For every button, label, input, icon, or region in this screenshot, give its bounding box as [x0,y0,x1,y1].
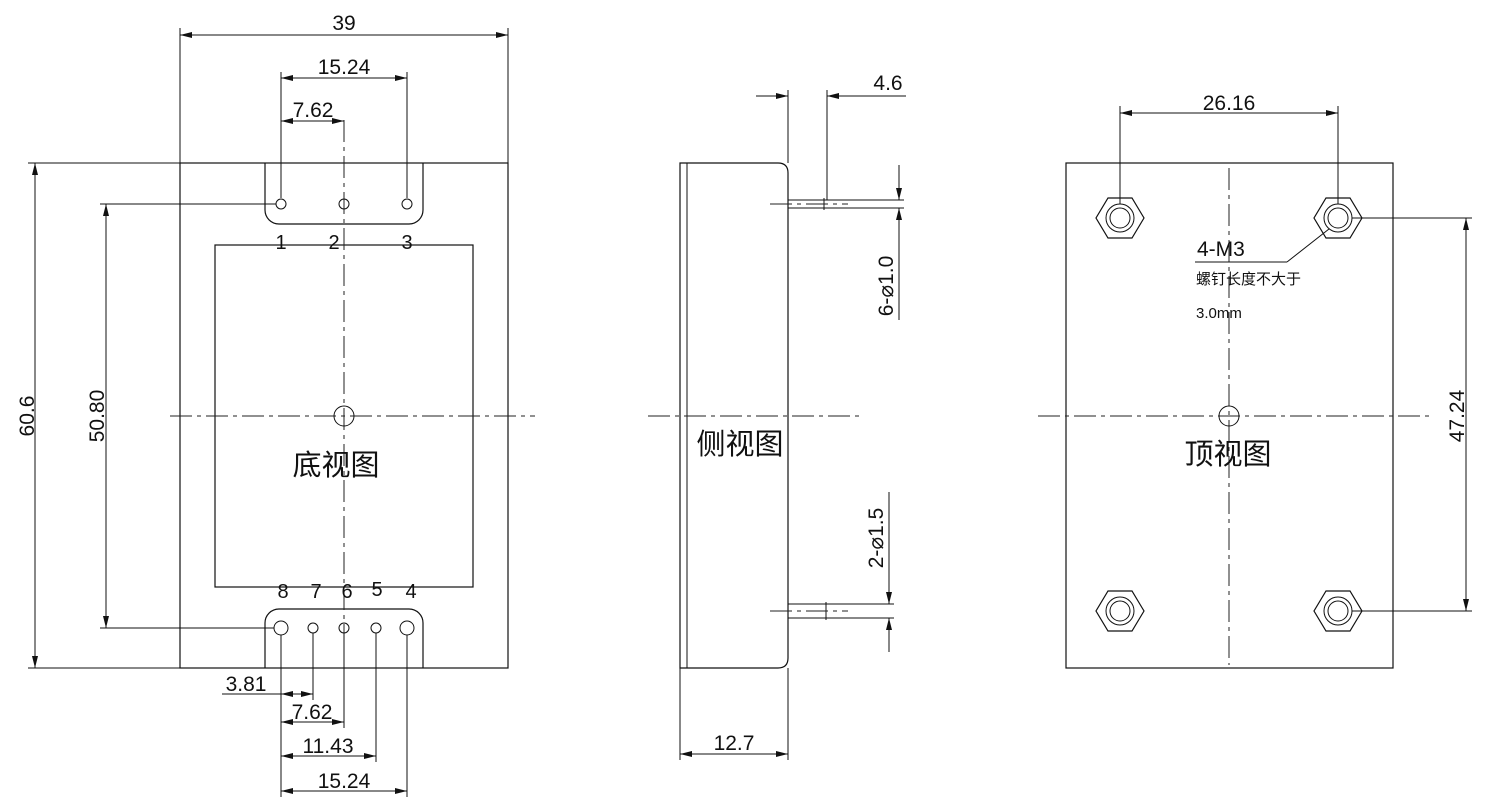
top-view: 顶视图 4-M3 螺钉长度不大于 3.0mm 26.16 47.24 [1038,92,1472,669]
side-view-title: 侧视图 [696,428,783,461]
hex-nut-icon [1313,590,1363,632]
hex-nut-icon [1095,197,1145,239]
screw-inner [1327,207,1349,229]
center-mark [333,405,355,427]
side-view-body [679,162,789,669]
screw-nut-bottom-left [1095,590,1145,632]
dim-row-spacing: 50.80 [86,390,109,443]
center-mark [1218,405,1240,427]
dim-bottom-pitch-4: 15.24 [318,770,371,793]
top-view-title: 顶视图 [1184,438,1271,471]
dim-top-pin-span: 15.24 [318,56,371,79]
pin-label: 6 [341,581,352,603]
dim-large-pin-diameter: 2-⌀1.5 [865,508,888,569]
screw-inner [1327,600,1349,622]
pin-hole-4 [399,620,415,636]
dim-screw-h-span: 26.16 [1203,92,1256,115]
screw-inner [1109,207,1131,229]
dim-thickness: 12.7 [714,732,755,755]
bottom-view: 1 2 3 8 7 6 5 4 底视图 39 15.24 7.62 60.6 5… [16,12,535,797]
pin-hole-5 [370,622,382,634]
dim-top-pin-pitch: 7.62 [293,99,334,122]
dim-bottom-pitch-1: 3.81 [226,673,267,696]
pin-hole-8 [273,620,289,636]
pin-label: 5 [371,579,382,601]
dim-pin-length: 4.6 [873,72,902,95]
screw-spec: 4-M3 [1197,238,1245,261]
screw-note-line2: 3.0mm [1196,305,1242,322]
pin-hole-3 [401,198,413,210]
pin-hole-2 [338,198,350,210]
bottom-view-title: 底视图 [292,449,379,482]
pin-label: 3 [401,232,412,254]
dim-overall-height: 60.6 [16,396,39,437]
screw-inner [1109,600,1131,622]
pin-label: 2 [328,232,339,254]
pin-hole-7 [307,622,319,634]
pin-hole-1 [275,198,287,210]
side-view: 侧视图 4.6 6-⌀1.0 2-⌀1.5 12.7 [648,72,906,760]
dim-bottom-pitch-2: 7.62 [292,701,333,724]
pin-label: 4 [405,581,416,603]
hex-nut-icon [1095,590,1145,632]
pin-label: 8 [277,581,288,603]
dim-overall-width: 39 [332,12,355,35]
dim-bottom-pitch-3: 11.43 [303,735,354,758]
hex-nut-icon [1313,197,1363,239]
top-pin-boss [264,163,424,225]
dim-small-pin-diameter: 6-⌀1.0 [875,256,898,317]
screw-note-line1: 螺钉长度不大于 [1196,271,1301,288]
screw-outer [1105,596,1135,626]
dim-screw-v-span: 47.24 [1446,389,1469,442]
pin-label: 7 [310,581,321,603]
pin-label: 1 [275,232,286,254]
screw-leader [1286,228,1330,263]
